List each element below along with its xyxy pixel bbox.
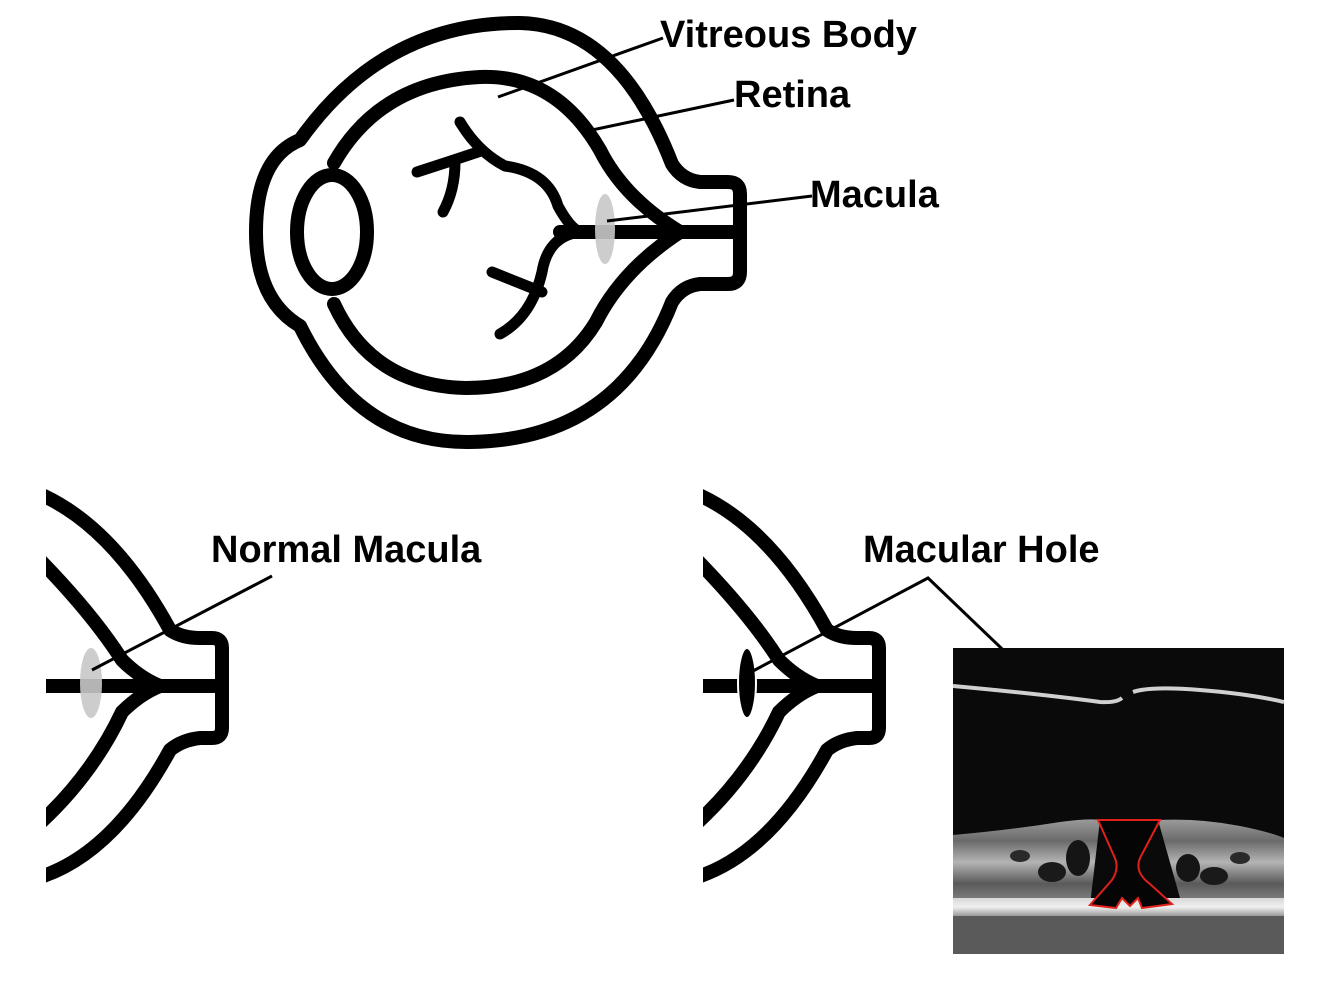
sclera-outline bbox=[249, 15, 747, 450]
lens bbox=[290, 168, 374, 296]
normal-macula-spot bbox=[80, 648, 102, 718]
vitreous-body-label: Vitreous Body bbox=[660, 14, 917, 56]
macular-hole-outline bbox=[1087, 819, 1175, 910]
hyaloid-membrane bbox=[953, 684, 1284, 705]
macula-label: Macula bbox=[810, 174, 940, 216]
macular-hole-leader bbox=[752, 576, 1024, 673]
macular-hole-label: Macular Hole bbox=[863, 529, 1100, 571]
retina-leader bbox=[591, 98, 735, 132]
eyeball-illustration bbox=[249, 15, 747, 450]
normal-macula-label: Normal Macula bbox=[211, 529, 482, 571]
oct-retina-right bbox=[1158, 819, 1284, 905]
vitreous-body-leader bbox=[497, 36, 664, 99]
oct-rpe-layer bbox=[953, 898, 1284, 916]
retina-label: Retina bbox=[734, 74, 851, 116]
oct-retina-left bbox=[953, 819, 1100, 905]
retinal-vessels bbox=[411, 116, 586, 340]
macular-hole-detail bbox=[703, 489, 886, 883]
normal-macula-detail bbox=[46, 489, 229, 883]
normal-macula-leader bbox=[91, 574, 273, 672]
macula-leader bbox=[606, 194, 813, 223]
oct-scan-image bbox=[953, 648, 1284, 954]
macula-spot bbox=[595, 194, 615, 264]
macular-hole-spot bbox=[737, 647, 757, 719]
oct-choroid-layer bbox=[953, 916, 1284, 954]
